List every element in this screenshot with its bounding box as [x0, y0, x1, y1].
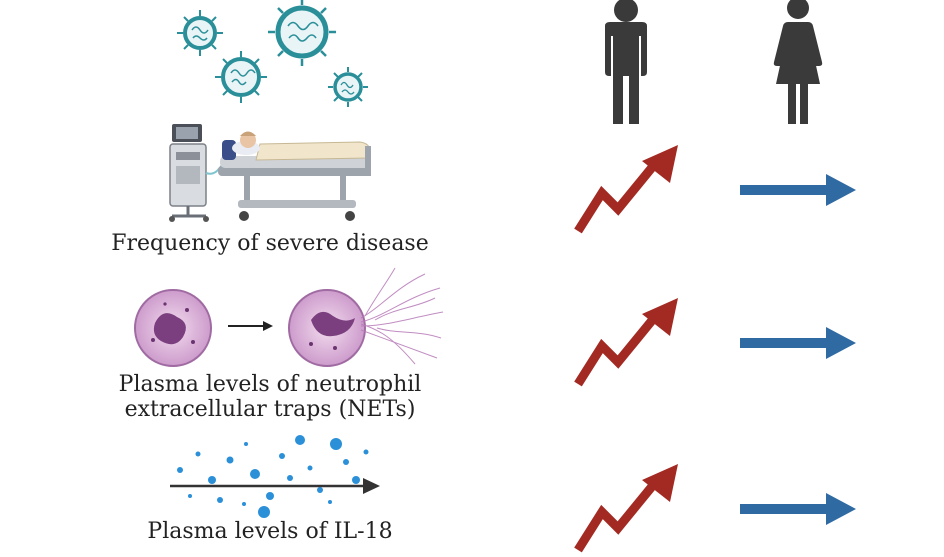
neutrophil-net-illustration: [134, 267, 444, 367]
increase-arrow-icon: [574, 298, 678, 387]
il18-particles-illustration: [170, 435, 380, 518]
male-person-icon: [605, 0, 647, 124]
virus-icon: [177, 10, 223, 56]
neutrophil-cell-icon: [134, 289, 212, 367]
virus-icon: [268, 0, 336, 66]
increase-arrow-icon: [574, 464, 678, 553]
arrow-icon: [170, 478, 380, 494]
row-2-label-line-1: Plasma levels of neutrophil: [118, 372, 422, 397]
row-2-label-line-2: extracellular traps (NETs): [124, 397, 416, 422]
il18-particle-dots: [177, 435, 369, 518]
female-person-icon: [773, 0, 823, 124]
arrow-icon: [228, 321, 273, 331]
unchanged-arrow-icon: [740, 174, 856, 206]
row-1-label: Frequency of severe disease: [111, 231, 429, 256]
virus-particles: [177, 0, 368, 107]
net-releasing-cell-icon: [288, 267, 444, 367]
virus-icon: [328, 67, 368, 107]
increase-arrow-icon: [574, 145, 678, 234]
row-3-label: Plasma levels of IL-18: [147, 519, 393, 544]
unchanged-arrow-icon: [740, 493, 856, 525]
unchanged-arrow-icon: [740, 327, 856, 359]
virus-icon: [215, 51, 267, 103]
hospital-bed-icon: [169, 124, 371, 222]
